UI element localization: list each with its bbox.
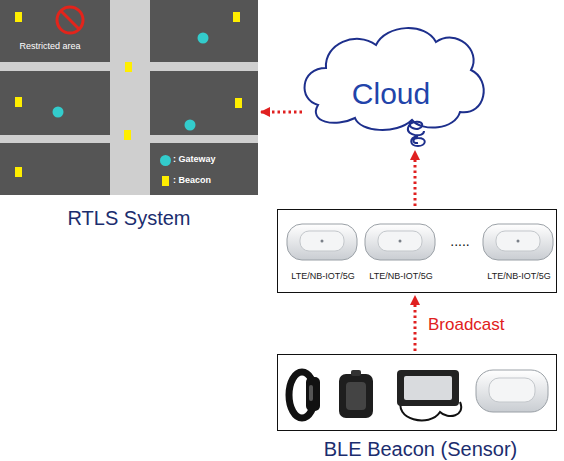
- legend-text: : Beacon: [173, 176, 211, 186]
- map-block: [150, 0, 258, 62]
- gateway-devices: [287, 224, 553, 260]
- restricted-sign: [61, 11, 79, 29]
- gateway-device: [287, 224, 357, 260]
- cloud-title: Cloud: [305, 77, 477, 110]
- legend-swatch: [160, 155, 171, 166]
- area-label: Restricted area: [10, 42, 90, 52]
- gateway-led: [517, 240, 520, 243]
- gateway-face: [378, 231, 422, 251]
- beacon-marker: [125, 62, 132, 72]
- restricted-sign: [57, 7, 83, 33]
- legend-swatch: [162, 176, 169, 186]
- beacon-face: [489, 378, 535, 402]
- gateway-device: [365, 224, 435, 260]
- legend-text: : Gateway: [173, 155, 216, 165]
- section-title: RTLS System: [0, 207, 258, 229]
- tag-device: [339, 374, 373, 418]
- card-device: [397, 370, 459, 406]
- gateway-box: LTE/NB-IOT/5GLTE/NB-IOT/5GLTE/NB-IOT/5G: [277, 209, 557, 293]
- beacon-marker: [233, 12, 240, 22]
- gateway-device: [483, 224, 553, 260]
- gateway-led: [399, 240, 402, 243]
- dotted-arrow: [414, 296, 417, 351]
- map-block: [0, 143, 110, 195]
- cloud-node: Cloud: [305, 22, 485, 148]
- dotted-arrow: [261, 111, 302, 114]
- beacon-marker: [124, 130, 131, 140]
- cloud-curl: [408, 120, 424, 135]
- edge-label: Broadcast: [428, 316, 505, 335]
- beacon-marker: [235, 98, 242, 108]
- dotted-arrow: [414, 151, 417, 206]
- gateway-marker: [53, 107, 64, 118]
- gateway-face: [300, 231, 344, 251]
- gateway-marker: [198, 33, 209, 44]
- section-title: BLE Beacon (Sensor): [278, 438, 563, 460]
- wristband-face: [306, 377, 320, 411]
- wristband-face: [309, 385, 313, 401]
- gateway-face: [496, 231, 540, 251]
- tag-device: [346, 382, 366, 410]
- device-label: LTE/NB-IOT/5G: [359, 272, 443, 282]
- device-label: LTE/NB-IOT/5G: [281, 272, 365, 282]
- rtls-map: RTLS System: [0, 0, 258, 195]
- beacon-marker: [15, 97, 22, 107]
- map-block: [0, 0, 110, 62]
- device-label: LTE/NB-IOT/5G: [477, 272, 561, 282]
- map-block: [0, 71, 110, 135]
- gateway-marker: [185, 120, 196, 131]
- card-screen: [404, 376, 452, 400]
- cloud-outline: [305, 28, 484, 130]
- ble-devices: [289, 370, 548, 420]
- beacon-marker: [15, 167, 22, 177]
- gateway-led: [321, 240, 324, 243]
- floor-map: [0, 0, 258, 195]
- gateway-body: [287, 224, 357, 260]
- beacon-box: BLE Beacon (Sensor): [277, 354, 557, 431]
- beacon-body: [476, 370, 548, 412]
- road-area: [0, 0, 258, 195]
- beacon-marker: [15, 12, 22, 22]
- gateway-body: [365, 224, 435, 260]
- cloud-curl: [411, 136, 425, 146]
- map-block: [150, 143, 258, 195]
- cloud-shape: [305, 28, 484, 146]
- ellipsis: .....: [440, 234, 480, 249]
- gateway-body: [483, 224, 553, 260]
- beacon-device: [476, 370, 548, 412]
- tag-clip: [351, 370, 361, 376]
- map-block: [150, 71, 258, 135]
